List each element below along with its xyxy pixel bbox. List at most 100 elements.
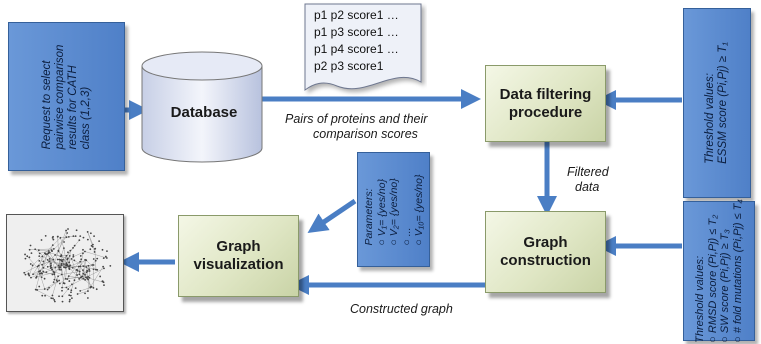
parameters-line: ○ ...	[399, 226, 412, 245]
graph-node	[92, 258, 95, 260]
graph-edge	[83, 260, 96, 274]
graph-node	[64, 277, 67, 280]
graph-edge	[35, 273, 41, 290]
graph-node	[52, 270, 55, 273]
graph-node	[99, 275, 102, 278]
graph-node	[71, 283, 73, 286]
graph-construction-box: Graph construction	[485, 211, 606, 293]
pairs-label: Pairs of proteins and their comparison s…	[285, 112, 427, 142]
graph-node	[34, 288, 37, 291]
graph-edge	[32, 253, 46, 266]
graph-node	[52, 238, 55, 241]
graph-edge	[63, 248, 67, 264]
graph-edge	[71, 258, 78, 276]
graph-node	[44, 294, 46, 297]
score-list-text: p1 p2 score1 … p1 p3 score1 … p1 p4 scor…	[314, 7, 399, 75]
graph-edge	[43, 251, 59, 268]
graph-node	[56, 258, 59, 261]
graph-node	[67, 265, 70, 268]
graph-node	[84, 273, 86, 276]
parameters-line: ○ V₂= {yes/no}	[387, 177, 400, 245]
graph-node	[72, 246, 74, 249]
graph-node	[80, 258, 83, 261]
graph-node	[37, 249, 40, 252]
graph-node	[48, 260, 51, 263]
graph-node	[46, 253, 48, 256]
graph-image	[6, 214, 124, 312]
graph-node	[61, 260, 64, 263]
filtered-line: Filtered	[567, 165, 609, 179]
graph-node	[79, 265, 82, 268]
graph-node	[55, 279, 58, 282]
graph-node	[38, 259, 41, 262]
graph-edge	[65, 258, 68, 279]
graph-node	[67, 251, 69, 254]
score-line: p1 p4 score1 …	[314, 42, 399, 56]
graph-node	[52, 247, 55, 250]
graph-node	[102, 257, 105, 260]
graph-node	[96, 257, 99, 260]
graph-node	[63, 263, 65, 265]
graph-node	[91, 245, 94, 248]
graph-node	[104, 255, 107, 258]
graph-node	[53, 299, 56, 301]
graph-node	[62, 282, 65, 284]
graph-edge	[73, 251, 86, 257]
request-line: Request to select	[40, 60, 53, 149]
thresholds-note-text: Threshold values: ○ RMSD score (Pi,Pj) ≤…	[694, 199, 744, 343]
graph-node	[68, 267, 71, 270]
visualization-line: visualization	[193, 256, 284, 273]
graph-node	[88, 270, 91, 272]
graph-node	[58, 282, 61, 285]
graph-node	[79, 260, 82, 263]
graph-node	[54, 266, 57, 269]
graph-node	[86, 231, 89, 233]
graph-node	[86, 238, 89, 241]
graph-edge	[81, 260, 87, 278]
graph-node	[79, 276, 82, 279]
parameters-note-text: Parameters: ○ V₁= {yes/no} ○ V₂= {yes/no…	[362, 174, 425, 245]
graph-edge	[76, 259, 86, 270]
graph-edge	[49, 252, 68, 259]
graph-edge	[43, 254, 48, 268]
graph-node	[63, 241, 65, 243]
graph-edge	[65, 276, 82, 280]
graph-edge	[87, 271, 90, 292]
graph-node	[38, 285, 41, 288]
graph-node	[62, 247, 65, 249]
data-filtering-box: Data filtering procedure	[485, 65, 606, 142]
request-line: class (1,2,3)	[79, 86, 92, 149]
graph-node	[48, 286, 50, 289]
request-note: Request to select pairwise comparison re…	[8, 22, 125, 171]
graph-node	[81, 275, 84, 278]
graph-node	[103, 267, 105, 270]
graph-node	[85, 271, 88, 274]
filtered-data-label: Filtered data	[567, 165, 609, 195]
graph-node	[28, 256, 31, 259]
graph-node	[103, 284, 105, 287]
graph-node	[54, 254, 57, 256]
parameters-note: Parameters: ○ V₁= {yes/no} ○ V₂= {yes/no…	[357, 152, 430, 267]
graph-node	[50, 249, 53, 252]
graph-node	[88, 268, 91, 271]
graph-node	[28, 248, 31, 251]
score-list-document	[304, 3, 422, 91]
graph-node	[76, 274, 79, 276]
graph-node	[46, 259, 49, 261]
graph-edge	[32, 267, 44, 275]
graph-node	[68, 261, 71, 264]
graph-node	[89, 248, 92, 251]
graph-node	[91, 264, 94, 266]
graph-edge	[44, 253, 60, 268]
graph-node	[34, 248, 37, 251]
graph-node	[62, 258, 64, 261]
graph-node	[58, 279, 61, 282]
graph-node	[39, 270, 42, 272]
graph-node	[24, 273, 27, 276]
graph-edge	[27, 256, 41, 272]
graph-node	[52, 297, 54, 300]
graph-edge	[58, 232, 68, 251]
graph-edge	[39, 273, 45, 290]
graph-node	[106, 250, 108, 253]
request-note-text: Request to select pairwise comparison re…	[41, 44, 93, 149]
